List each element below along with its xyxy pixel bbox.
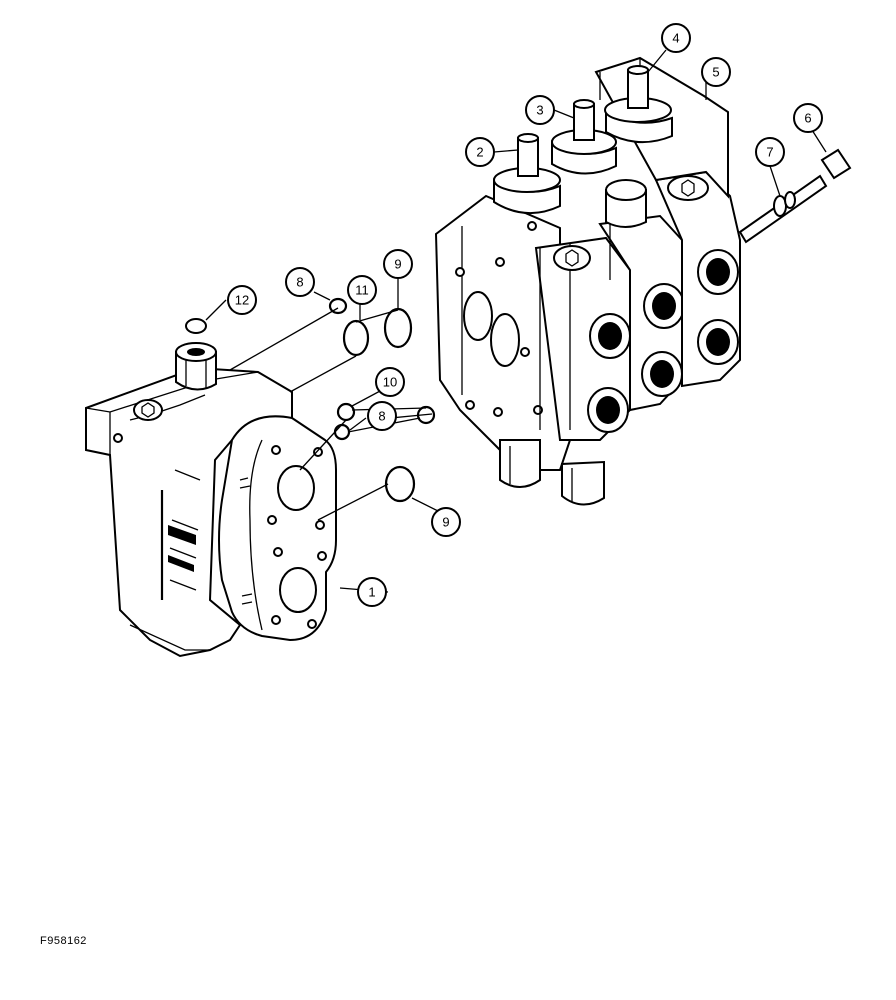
svg-text:10: 10 <box>383 375 397 390</box>
figure-id: F958162 <box>40 935 87 947</box>
svg-text:8: 8 <box>296 275 303 290</box>
svg-text:6: 6 <box>804 111 811 126</box>
plug-part-12 <box>185 318 207 334</box>
svg-text:9: 9 <box>394 257 401 272</box>
o-ring-part-10 <box>336 402 356 422</box>
svg-text:4: 4 <box>672 31 679 46</box>
callout-9-upper: 9 <box>383 249 413 279</box>
o-ring-part-9-upper <box>383 307 413 349</box>
callout-8-upper: 8 <box>285 267 315 297</box>
svg-text:3: 3 <box>536 103 543 118</box>
svg-text:9: 9 <box>442 515 449 530</box>
o-ring-part-11 <box>342 319 370 357</box>
callout-bubbles: 1 2 3 4 5 6 7 8 8 9 9 10 11 12 <box>227 23 823 607</box>
svg-text:8: 8 <box>378 409 385 424</box>
callout-10: 10 <box>375 367 405 397</box>
svg-text:1: 1 <box>368 585 375 600</box>
callout-1: 1 <box>357 577 387 607</box>
backup-ring-part-8-upper <box>328 297 348 315</box>
control-valve-assembly <box>434 56 852 506</box>
callout-12: 12 <box>227 285 257 315</box>
svg-text:11: 11 <box>355 283 369 298</box>
callout-7: 7 <box>755 137 785 167</box>
callout-6: 6 <box>793 103 823 133</box>
o-ring-part-9-lower <box>384 465 416 503</box>
callout-9-lower: 9 <box>431 507 461 537</box>
callout-2: 2 <box>465 137 495 167</box>
callout-8-lower: 8 <box>367 401 397 431</box>
svg-text:7: 7 <box>766 145 773 160</box>
end-cover-part-1 <box>85 342 337 658</box>
spool-caps <box>493 65 673 215</box>
callout-11: 11 <box>347 275 377 305</box>
svg-text:2: 2 <box>476 145 483 160</box>
callout-3: 3 <box>525 95 555 125</box>
seal-rings <box>185 297 436 503</box>
callout-4: 4 <box>661 23 691 53</box>
backup-ring-part-8-lower-left <box>333 423 351 441</box>
svg-text:12: 12 <box>235 293 249 308</box>
svg-text:5: 5 <box>712 65 719 80</box>
callout-5: 5 <box>701 57 731 87</box>
